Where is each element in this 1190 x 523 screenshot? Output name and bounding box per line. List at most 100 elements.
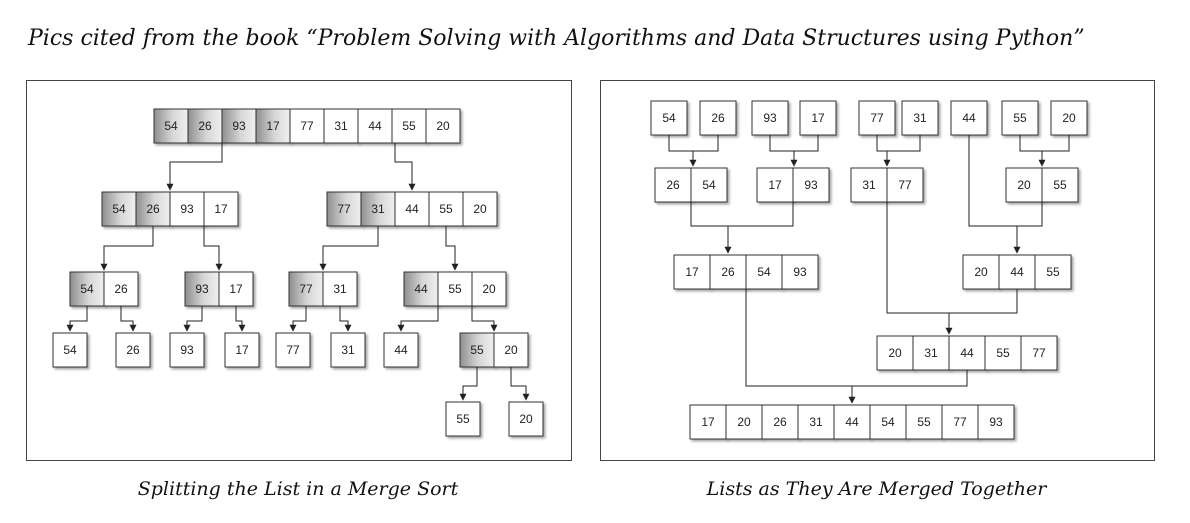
cell-value: 44: [962, 111, 976, 125]
cell-box: [275, 332, 311, 368]
cell-box: [869, 404, 907, 440]
list-cell: 20: [1050, 100, 1088, 136]
list-cell: 26: [761, 404, 799, 440]
list-cell: 17: [224, 332, 260, 368]
cell-box: [1050, 100, 1088, 136]
cell-value: 17: [229, 282, 243, 296]
cell-value: 77: [299, 282, 313, 296]
cell-value: 44: [368, 119, 382, 133]
list-cell: 55: [459, 332, 495, 368]
cell-value: 31: [333, 282, 347, 296]
list-cell: 17: [255, 108, 291, 144]
connector-arrow: [100, 226, 154, 271]
list-cell: 54: [650, 100, 688, 136]
list-cell: 54: [690, 167, 728, 203]
connector-arrow: [66, 306, 88, 332]
connector-arrow: [394, 143, 416, 191]
list-cell: 54: [69, 271, 105, 307]
cell-value: 31: [924, 346, 938, 360]
cell-box: [52, 332, 88, 368]
cell-value: 54: [63, 343, 77, 357]
cell-value: 93: [180, 202, 194, 216]
cell-value: 55: [1013, 111, 1027, 125]
cell-value: 93: [989, 415, 1003, 429]
cell-box: [761, 404, 799, 440]
cell-box: [224, 332, 260, 368]
list-cell: 20: [471, 271, 507, 307]
cell-value: 26: [666, 178, 680, 192]
merge-diagram-caption: Lists as They Are Merged Together: [706, 478, 1047, 500]
list-cell: 26: [709, 254, 747, 290]
list-cell: 20: [962, 254, 1000, 290]
list-cell: 93: [781, 254, 819, 290]
connector-arrow: [445, 226, 459, 271]
cell-box: [725, 404, 763, 440]
cell-box: [289, 108, 325, 144]
list-cell: 54: [153, 108, 189, 144]
list-cell: 55: [445, 401, 481, 437]
cell-box: [153, 108, 189, 144]
cell-value: 55: [456, 412, 470, 426]
cell-value: 44: [394, 343, 408, 357]
cell-value: 77: [300, 119, 314, 133]
list-cell: 20: [462, 191, 498, 227]
cell-box: [326, 191, 362, 227]
cell-value: 26: [114, 282, 128, 296]
list-cell: 77: [326, 191, 362, 227]
cell-value: 31: [862, 178, 876, 192]
list-cell: 17: [218, 271, 254, 307]
list-cell: 54: [869, 404, 907, 440]
cell-value: 31: [809, 415, 823, 429]
cell-box: [221, 108, 257, 144]
list-cell: 26: [135, 191, 171, 227]
list-cell: 93: [792, 167, 830, 203]
list-cell: 55: [905, 404, 943, 440]
cell-box: [654, 167, 692, 203]
cell-value: 44: [960, 346, 974, 360]
connector-arrow: [183, 306, 203, 332]
cell-value: 44: [414, 282, 428, 296]
cell-box: [383, 332, 419, 368]
cell-value: 55: [402, 119, 416, 133]
cell-value: 20: [737, 415, 751, 429]
list-cell: 20: [508, 401, 544, 437]
cell-value: 54: [702, 178, 716, 192]
cell-box: [984, 335, 1022, 371]
list-cell: 31: [901, 100, 939, 136]
cell-value: 77: [286, 343, 300, 357]
connector-arrow: [289, 306, 307, 332]
cell-value: 54: [80, 282, 94, 296]
cell-box: [833, 404, 871, 440]
cell-value: 55: [1053, 178, 1067, 192]
cell-box: [169, 332, 205, 368]
cell-box: [781, 254, 819, 290]
connector-arrow: [397, 306, 439, 332]
list-cell: 31: [360, 191, 396, 227]
cell-value: 26: [146, 202, 160, 216]
cell-value: 17: [235, 343, 249, 357]
cell-box: [799, 100, 837, 136]
list-cell: 17: [756, 167, 794, 203]
connector-arrow: [235, 306, 246, 332]
list-cell: 17: [689, 404, 727, 440]
cell-value: 54: [757, 265, 771, 279]
cell-value: 20: [974, 265, 988, 279]
list-cell: 55: [1001, 100, 1039, 136]
cell-value: 54: [662, 111, 676, 125]
list-cell: 26: [187, 108, 223, 144]
cell-box: [288, 271, 324, 307]
connector-line: [1019, 135, 1070, 152]
cell-box: [905, 404, 943, 440]
cell-box: [690, 167, 728, 203]
list-cell: 54: [52, 332, 88, 368]
cell-box: [998, 254, 1036, 290]
list-cell: 20: [1005, 167, 1043, 203]
cell-box: [203, 191, 239, 227]
cell-value: 26: [198, 119, 212, 133]
cell-value: 54: [164, 119, 178, 133]
cell-box: [330, 332, 366, 368]
list-cell: 77: [289, 108, 325, 144]
cell-box: [322, 271, 358, 307]
cell-box: [650, 100, 688, 136]
